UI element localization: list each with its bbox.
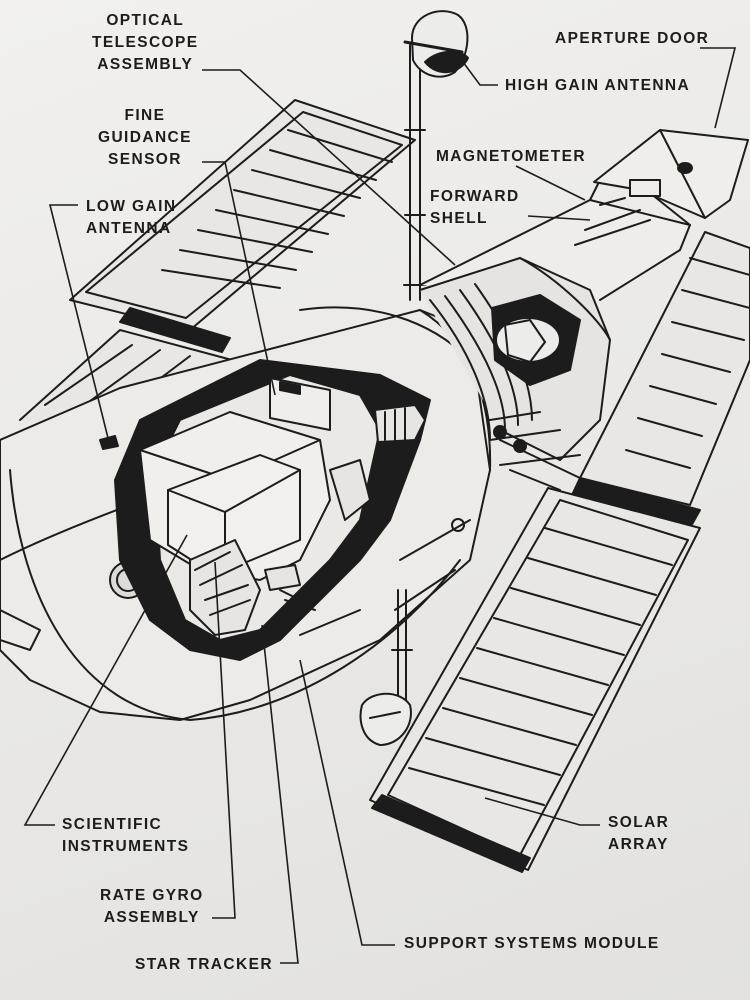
label-solar-array: SOLAR ARRAY <box>608 814 670 853</box>
solar-array-right <box>369 231 750 873</box>
leader-magnetometer <box>515 165 586 201</box>
leader-aperture-door <box>700 47 737 129</box>
label-high-gain-antenna: HIGH GAIN ANTENNA <box>505 77 691 94</box>
leader-rate-gyro <box>212 561 236 919</box>
leader-high-gain-antenna <box>462 61 498 86</box>
label-magnetometer: MAGNETOMETER <box>436 148 586 165</box>
optical-telescope-tube <box>419 257 611 466</box>
label-low-gain-antenna: LOW GAIN ANTENNA <box>86 198 177 237</box>
label-forward-shell: FORWARD SHELL <box>430 188 520 227</box>
leader-star-tracker <box>261 624 299 964</box>
instrument-cutaway <box>114 359 431 661</box>
label-aperture-door: APERTURE DOOR <box>555 30 710 47</box>
leader-optical-telescope <box>202 69 456 266</box>
leader-solar-array <box>484 797 600 826</box>
leader-scientific-instruments <box>23 534 188 826</box>
label-support-systems-module: SUPPORT SYSTEMS MODULE <box>404 935 660 952</box>
leader-fine-guidance <box>202 161 276 396</box>
leader-forward-shell <box>527 215 591 221</box>
low-mast-antenna <box>359 589 413 746</box>
label-fine-guidance-sensor: FINE GUIDANCE SENSOR <box>98 107 192 168</box>
leader-low-gain-antenna <box>48 204 109 439</box>
label-rate-gyro-assembly: RATE GYRO ASSEMBLY <box>100 887 204 926</box>
label-star-tracker: STAR TRACKER <box>135 956 273 973</box>
leader-support-systems <box>299 659 395 946</box>
leader-lines <box>23 47 737 964</box>
label-optical-telescope-assembly: OPTICAL TELESCOPE ASSEMBLY <box>92 12 199 73</box>
label-scientific-instruments: SCIENTIFIC INSTRUMENTS <box>62 816 190 855</box>
